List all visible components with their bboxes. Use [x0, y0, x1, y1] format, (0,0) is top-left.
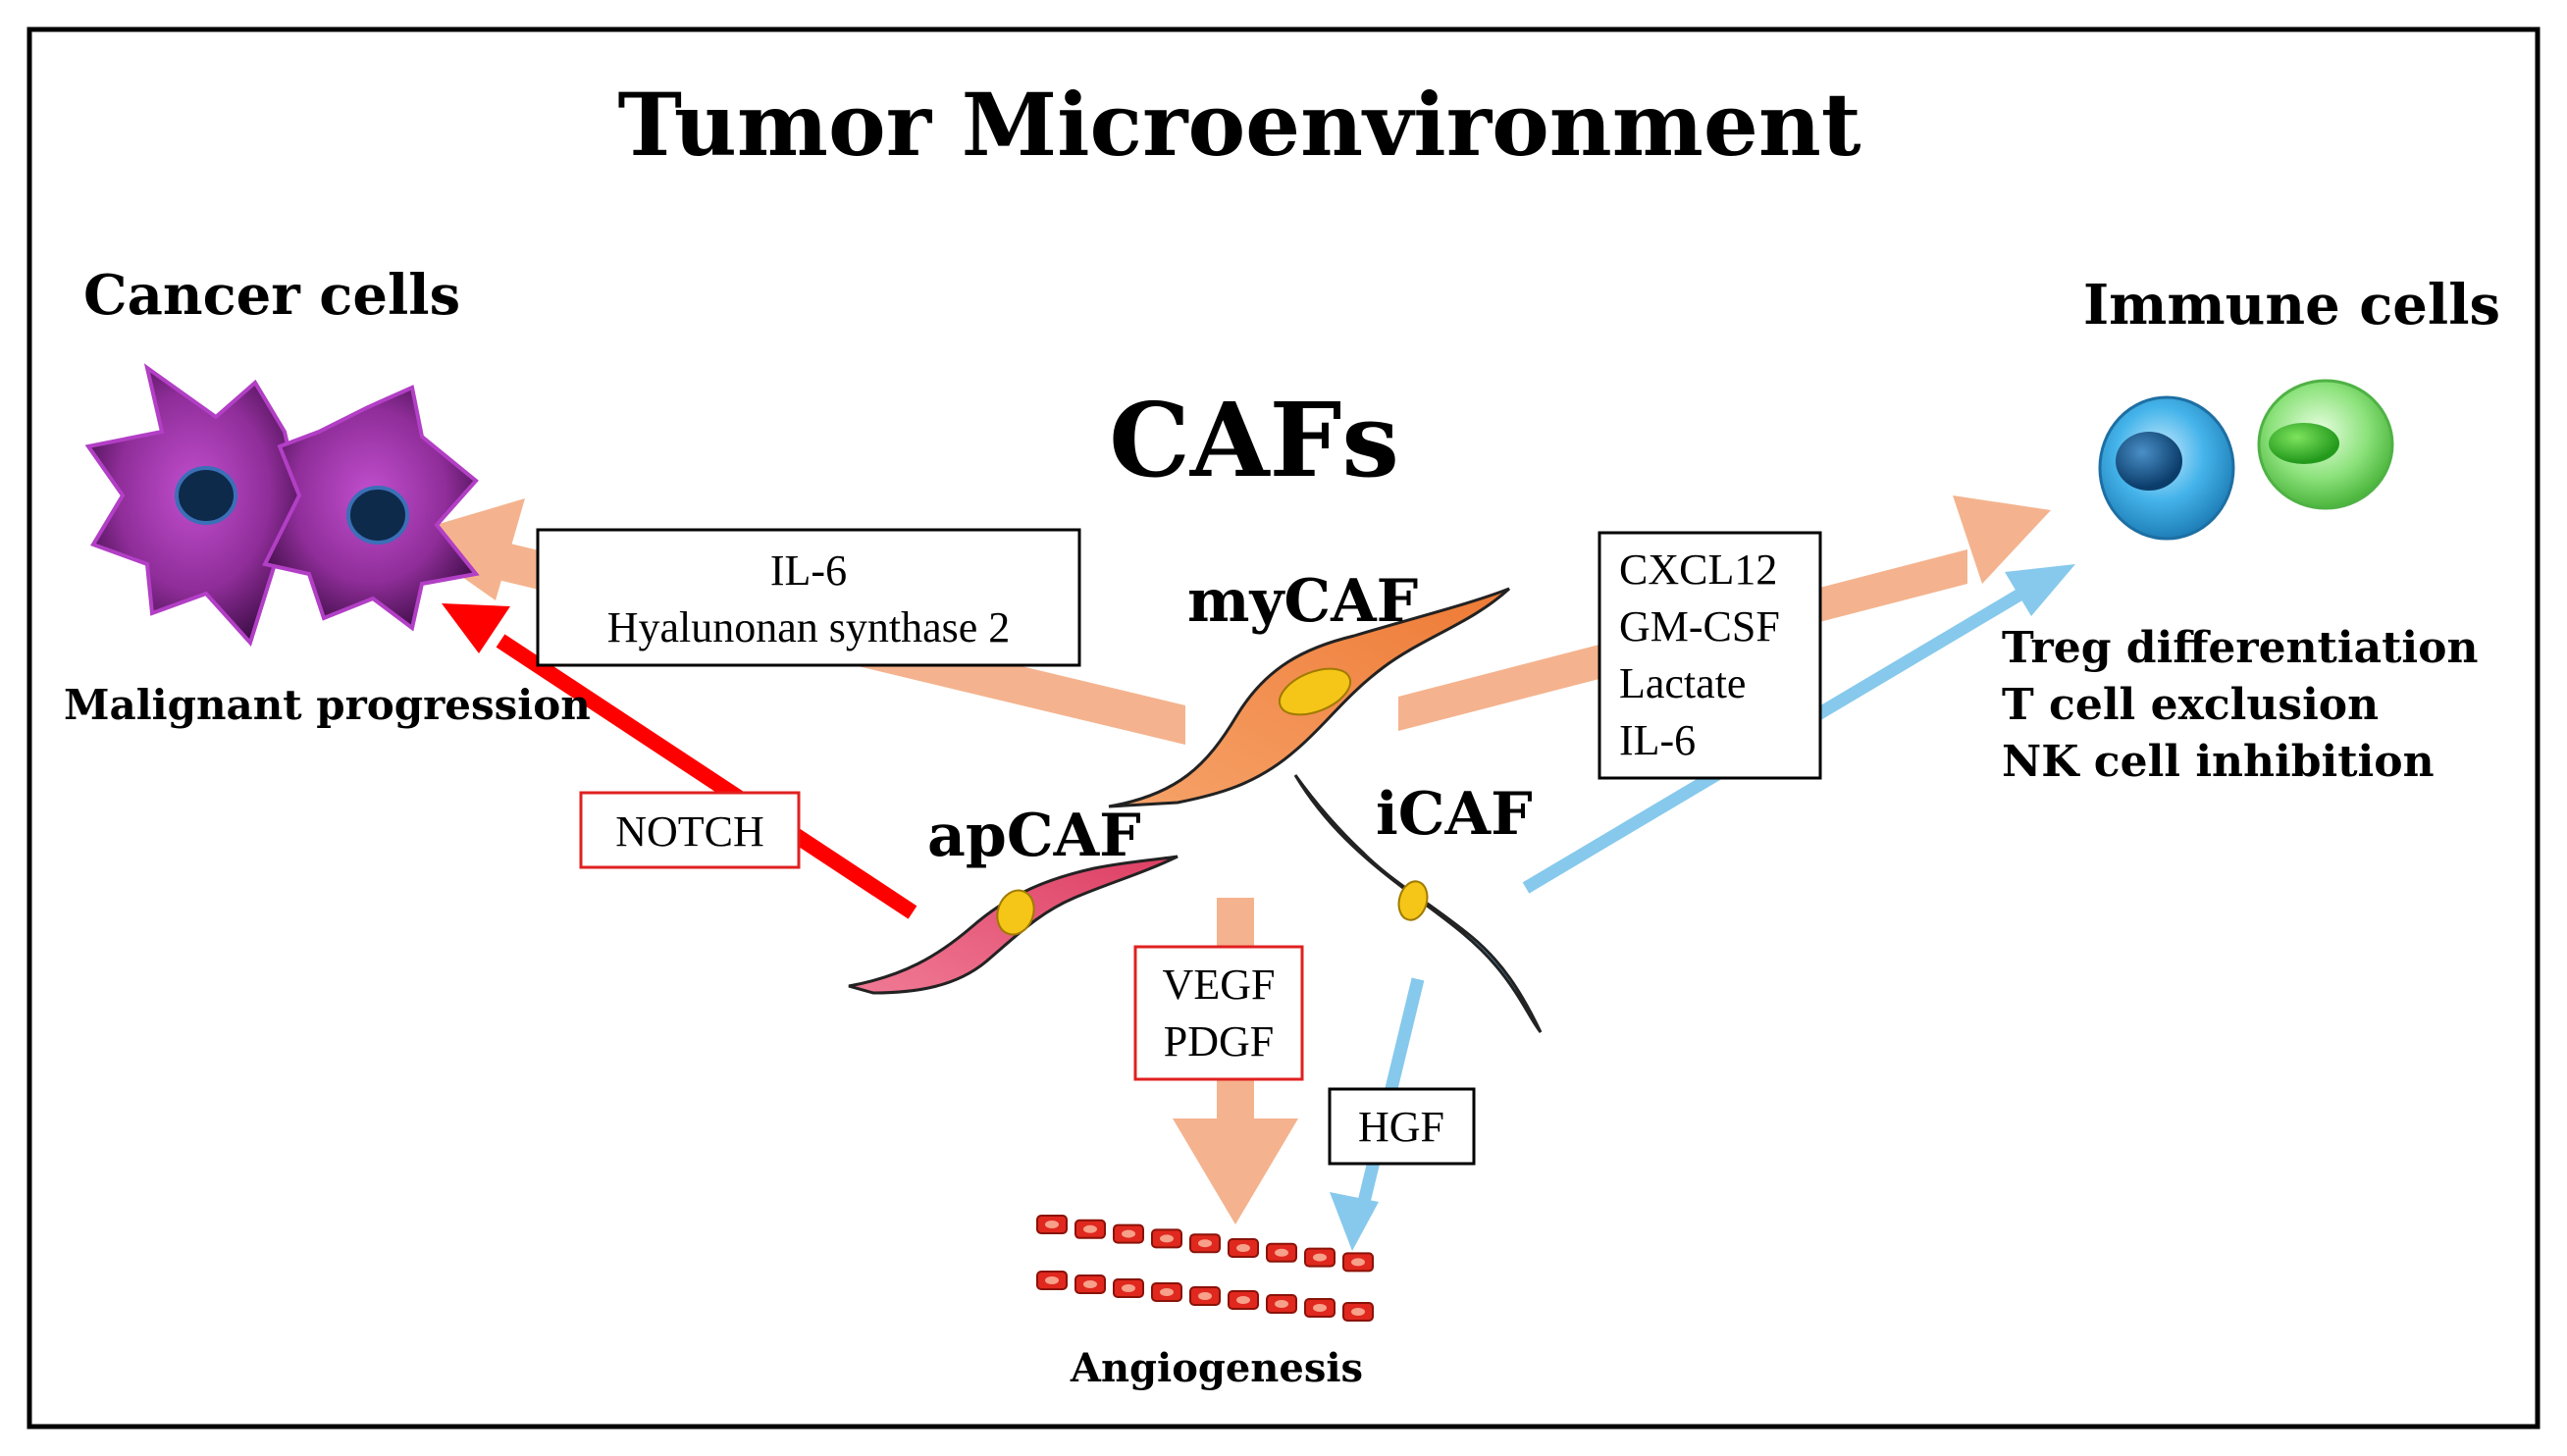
group-label-immune-cells: Immune cells — [2083, 273, 2500, 338]
vessel-cell-nucleus — [1083, 1280, 1097, 1288]
caf-label-icaf: iCAF — [1376, 780, 1533, 849]
vessel-cell-nucleus — [1313, 1304, 1327, 1312]
vessel-cell-nucleus — [1275, 1300, 1288, 1308]
vessel-cell-nucleus — [1045, 1221, 1059, 1228]
factor-label: Lactate — [1619, 659, 1746, 707]
factor-label: GM-CSF — [1619, 602, 1780, 650]
cancer-cell-icon — [84, 363, 302, 647]
caf-label-apcaf: apCAF — [927, 802, 1141, 870]
arrow-apcaf-to-cancer — [442, 603, 917, 919]
vessel-cell-nucleus — [1198, 1239, 1212, 1248]
factor-label: NOTCH — [615, 807, 764, 856]
cancer-cell-icon — [262, 385, 480, 632]
page-title: Tumor Microenvironment — [618, 74, 1861, 176]
vessel-cell-nucleus — [1351, 1308, 1365, 1316]
icaf-cell-icon — [1293, 774, 1543, 1033]
group-label-cancer-cells: Cancer cells — [83, 263, 460, 328]
factor-box-mycaf-to-immune: CXCL12 GM-CSF Lactate IL-6 — [1598, 531, 1822, 780]
outcome-immune-effect: Treg differentiation — [2002, 623, 2478, 673]
factor-label: VEGF — [1163, 961, 1276, 1009]
factor-label: PDGF — [1164, 1017, 1275, 1066]
vessel-cell-nucleus — [1198, 1292, 1212, 1300]
apcaf-cell-icon — [848, 855, 1179, 995]
vessel-cell-nucleus — [1045, 1276, 1059, 1284]
blood-vessel-icon — [1036, 1215, 1374, 1322]
immune-cell-blue-icon — [2098, 395, 2235, 541]
factor-label: CXCL12 — [1619, 546, 1777, 594]
factor-box-mycaf-to-cancer: IL-6 Hyalunonan synthase 2 — [536, 528, 1081, 667]
vessel-cell-nucleus — [1160, 1288, 1174, 1296]
factor-label: Hyalunonan synthase 2 — [607, 603, 1011, 651]
vessel-cell-nucleus — [1236, 1244, 1250, 1252]
vessel-cell-nucleus — [1160, 1234, 1174, 1243]
factor-box-apcaf-to-cancer: NOTCH — [579, 791, 801, 869]
vessel-cell-nucleus — [1351, 1258, 1365, 1267]
vessel-cell-nucleus — [1122, 1229, 1135, 1238]
outcome-malignant-progression: Malignant progression — [64, 681, 591, 729]
vessel-cell-nucleus — [1236, 1296, 1250, 1304]
mycaf-cell-icon — [1108, 587, 1511, 808]
outer-frame — [26, 26, 2541, 1430]
factor-box-mycaf-to-vessel: VEGF PDGF — [1133, 945, 1304, 1081]
caf-label-mycaf: myCAF — [1187, 567, 1418, 636]
factor-box-icaf-to-vessel: HGF — [1328, 1087, 1476, 1166]
factor-label: IL-6 — [770, 546, 847, 595]
vessel-cell-nucleus — [1083, 1224, 1097, 1233]
immune-cell-green-icon — [2257, 379, 2394, 510]
vessel-cell-nucleus — [1122, 1284, 1135, 1292]
center-label: CAFs — [1109, 380, 1399, 500]
factor-label: HGF — [1358, 1103, 1444, 1151]
group-label-angiogenesis: Angiogenesis — [1070, 1345, 1363, 1391]
vessel-cell-nucleus — [1313, 1253, 1327, 1262]
outcome-immune-effect: NK cell inhibition — [2002, 737, 2435, 787]
vessel-cell-nucleus — [1275, 1248, 1288, 1257]
outcome-immune-effect: T cell exclusion — [2002, 680, 2379, 730]
factor-label: IL-6 — [1619, 716, 1696, 764]
